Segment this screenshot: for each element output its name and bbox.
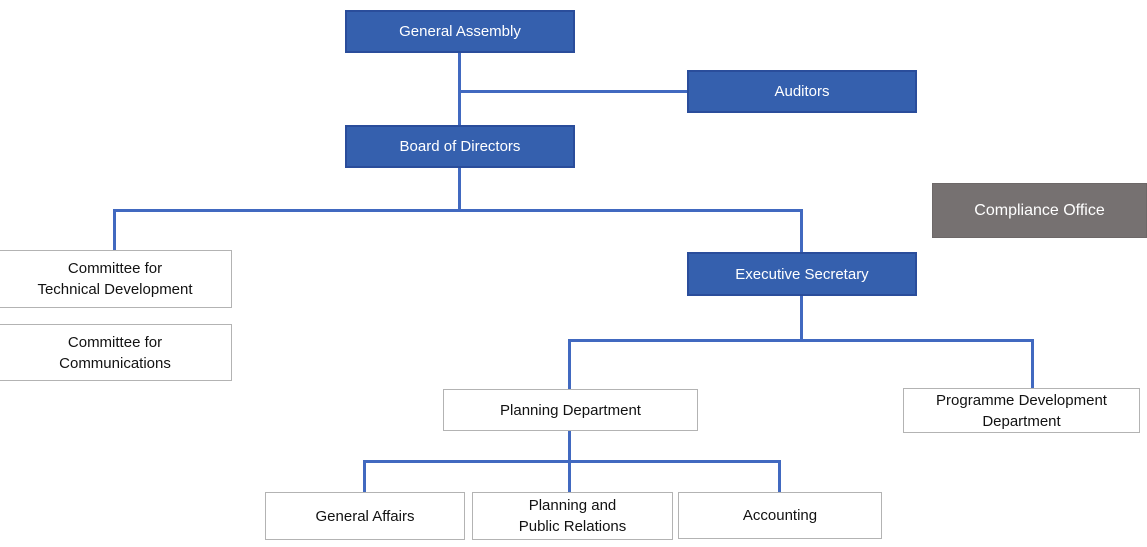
node-accounting: Accounting bbox=[678, 492, 882, 539]
connector-accounting-drop bbox=[778, 460, 781, 492]
node-auditors: Auditors bbox=[687, 70, 917, 113]
node-planning-department: Planning Department bbox=[443, 389, 698, 431]
node-board-of-directors: Board of Directors bbox=[345, 125, 575, 168]
connector-general-assembly-board bbox=[458, 53, 461, 125]
connector-planning-children-rail bbox=[363, 460, 781, 463]
connector-executive-secretary-drop bbox=[800, 209, 803, 252]
connector-executive-secretary-down bbox=[800, 296, 803, 340]
node-programme-development-department: Programme Development Department bbox=[903, 388, 1140, 433]
node-planning-and-public-relations: Planning and Public Relations bbox=[472, 492, 673, 540]
node-general-assembly: General Assembly bbox=[345, 10, 575, 53]
node-compliance-office: Compliance Office bbox=[932, 183, 1147, 238]
connector-general-affairs-drop bbox=[363, 460, 366, 492]
connector-board-drop bbox=[458, 168, 461, 210]
node-committee-communications: Committee for Communications bbox=[0, 324, 232, 381]
node-committee-technical-development: Committee for Technical Development bbox=[0, 250, 232, 308]
node-executive-secretary: Executive Secretary bbox=[687, 252, 917, 296]
connector-committee-technical-drop bbox=[113, 209, 116, 250]
node-general-affairs: General Affairs bbox=[265, 492, 465, 540]
connector-board-children-rail bbox=[113, 209, 803, 212]
connector-planning-department-drop bbox=[568, 339, 571, 389]
connector-programme-development-drop bbox=[1031, 339, 1034, 388]
connector-secretary-children-rail bbox=[568, 339, 1034, 342]
connector-general-assembly-auditors bbox=[458, 90, 688, 93]
